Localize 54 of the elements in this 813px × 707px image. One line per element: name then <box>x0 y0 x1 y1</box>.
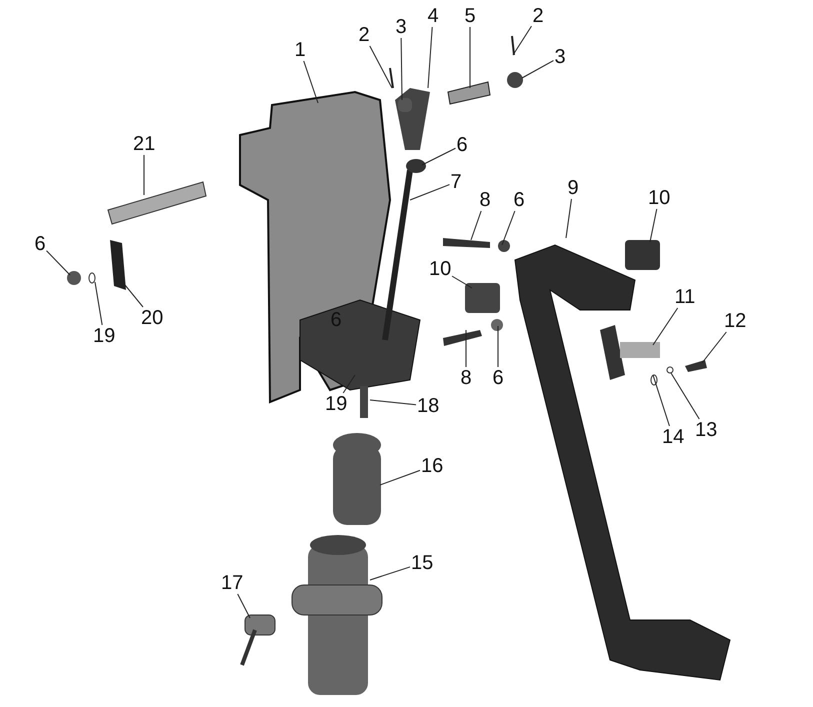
callout-number: 2 <box>532 6 544 26</box>
leader-line <box>370 566 410 580</box>
callout-number: 14 <box>662 427 684 447</box>
callout-number: 15 <box>411 553 434 573</box>
callout-number: 19 <box>325 394 348 414</box>
callout-number: 19 <box>93 326 116 346</box>
leader-line <box>470 210 482 240</box>
callout-number: 5 <box>464 6 476 26</box>
leader-line <box>342 374 356 394</box>
callout-number: 7 <box>450 172 462 192</box>
callout-number: 20 <box>141 308 164 328</box>
callout-number: 17 <box>221 573 244 593</box>
callout-number: 4 <box>428 6 439 26</box>
leader-line <box>237 594 250 618</box>
callout-number: 11 <box>674 287 696 307</box>
leader-line <box>370 400 416 406</box>
callout-number: 18 <box>417 396 440 416</box>
leader-line <box>522 60 554 78</box>
callout-number: 1 <box>294 40 306 60</box>
callout-number: 6 <box>492 368 504 388</box>
callout-number: 6 <box>514 190 525 210</box>
leader-line <box>369 46 392 88</box>
callout-number: 6 <box>456 135 468 155</box>
callout-number: 3 <box>554 47 566 67</box>
leader-line <box>400 38 402 100</box>
callout-number: 16 <box>421 456 444 476</box>
leader-line <box>670 372 700 420</box>
leader-line <box>512 26 532 56</box>
callout-number: 6 <box>34 234 46 254</box>
callout-number: 9 <box>568 178 579 198</box>
leader-line <box>502 210 516 246</box>
leader-line <box>566 198 572 238</box>
leader-line <box>452 276 472 288</box>
callout-number: 3 <box>396 17 407 37</box>
leader-line <box>46 250 70 276</box>
callout-number: 10 <box>648 188 670 208</box>
leader-line <box>124 284 144 308</box>
callout-number: 2 <box>358 25 370 45</box>
leader-line <box>380 470 420 486</box>
leader-line <box>652 308 678 346</box>
callout-number: 10 <box>429 259 452 279</box>
callout-number: 21 <box>133 134 156 154</box>
leader-line <box>94 282 103 326</box>
callout-number: 8 <box>460 368 472 388</box>
leader-line <box>702 332 727 364</box>
callout-number: 8 <box>480 190 491 210</box>
callout-number: 12 <box>724 311 746 331</box>
leader-line <box>410 184 450 200</box>
leader-line <box>303 60 318 104</box>
leader-line <box>652 374 670 426</box>
callout-number: 13 <box>695 420 718 440</box>
leader-line <box>428 26 433 88</box>
leader-line <box>422 148 456 166</box>
leader-line <box>650 208 658 242</box>
